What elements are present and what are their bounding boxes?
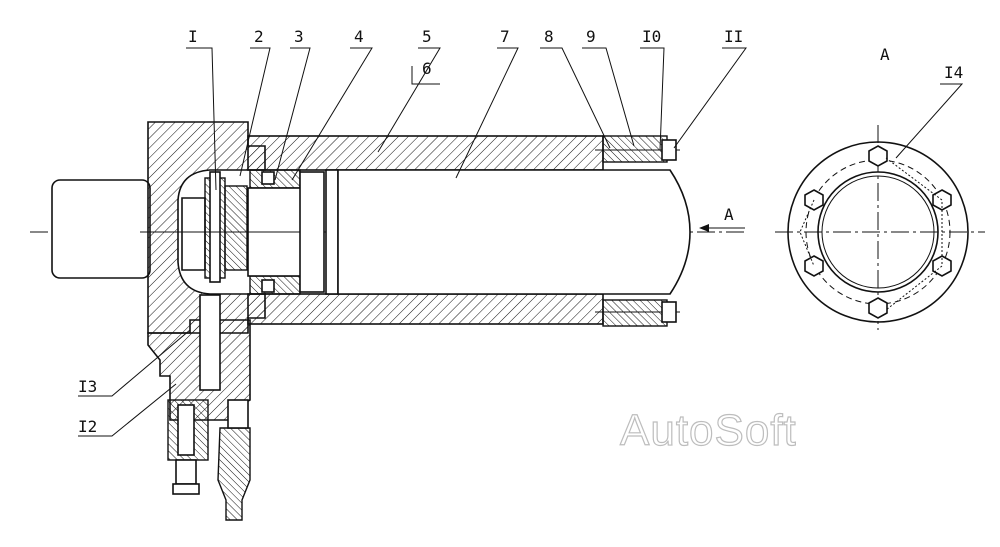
leader-lines: [78, 47, 964, 437]
label-13: I3: [78, 377, 97, 396]
rod-inner-circle: [821, 175, 935, 289]
flange-outer-circle: [787, 141, 969, 323]
rear-trunnion: [51, 179, 151, 279]
label-6: 6: [422, 59, 432, 78]
leader-11: [673, 47, 747, 149]
label-3: 3: [294, 27, 304, 46]
label-8: 8: [544, 27, 554, 46]
bolt-head-1: [868, 145, 888, 167]
piston-nut: [224, 185, 248, 271]
seal-ring-bottom: [261, 279, 275, 293]
label-7: 7: [500, 27, 510, 46]
plunger: [337, 169, 691, 295]
leader-13: [78, 329, 191, 397]
oil-channel: [199, 294, 221, 391]
label-12: I2: [78, 417, 97, 436]
cylinder-tube-bottom: [247, 293, 604, 325]
piston: [299, 171, 325, 293]
bolt-head-4: [868, 297, 888, 319]
leader-6: [411, 66, 440, 85]
leader-9: [582, 47, 635, 147]
leader-5: [377, 47, 441, 153]
leader-8: [540, 47, 611, 149]
relief-valve: [217, 427, 251, 521]
rear-head: [147, 121, 266, 334]
label-9: 9: [586, 27, 596, 46]
valve-cap: [175, 459, 197, 485]
section-view: [30, 121, 745, 521]
part-labels: I 2 3 4 5 6 7 8 9 I0 II I3 I2 I4 A A: [78, 27, 963, 436]
stud-1: [209, 171, 221, 283]
view-a-title: A: [880, 45, 890, 64]
leader-3: [274, 47, 311, 181]
piston-ring: [325, 169, 339, 295]
front-gland-bottom: [602, 299, 668, 327]
label-2: 2: [254, 27, 264, 46]
valve-cap-nut: [172, 483, 200, 495]
watermark: AutoSoft: [620, 406, 797, 455]
check-valve-bore: [177, 404, 195, 456]
seal-bottom: [249, 275, 301, 295]
leader-7: [455, 47, 519, 179]
head-cavity: [181, 197, 206, 271]
leader-10: [640, 47, 665, 151]
lock-wire-left: [799, 199, 815, 267]
label-5: 5: [422, 27, 432, 46]
leader-12: [78, 383, 177, 437]
leader-14: [895, 83, 964, 159]
leader-2: [239, 47, 271, 177]
label-14: I4: [944, 63, 963, 82]
seal-ring-top: [261, 171, 275, 185]
relief-valve-top: [227, 399, 249, 429]
nut-bottom: [661, 301, 677, 323]
label-10: I0: [642, 27, 661, 46]
view-a-arrow-label: A: [724, 205, 734, 224]
end-view-a: [775, 125, 985, 330]
label-1: I: [188, 27, 198, 46]
nut-top: [661, 139, 677, 161]
rod-circle: [817, 171, 939, 293]
front-gland-top: [602, 135, 668, 163]
leader-4: [291, 47, 373, 181]
label-11: II: [724, 27, 743, 46]
bolt-head-5: [804, 255, 824, 277]
leader-1: [186, 47, 217, 191]
label-4: 4: [354, 27, 364, 46]
